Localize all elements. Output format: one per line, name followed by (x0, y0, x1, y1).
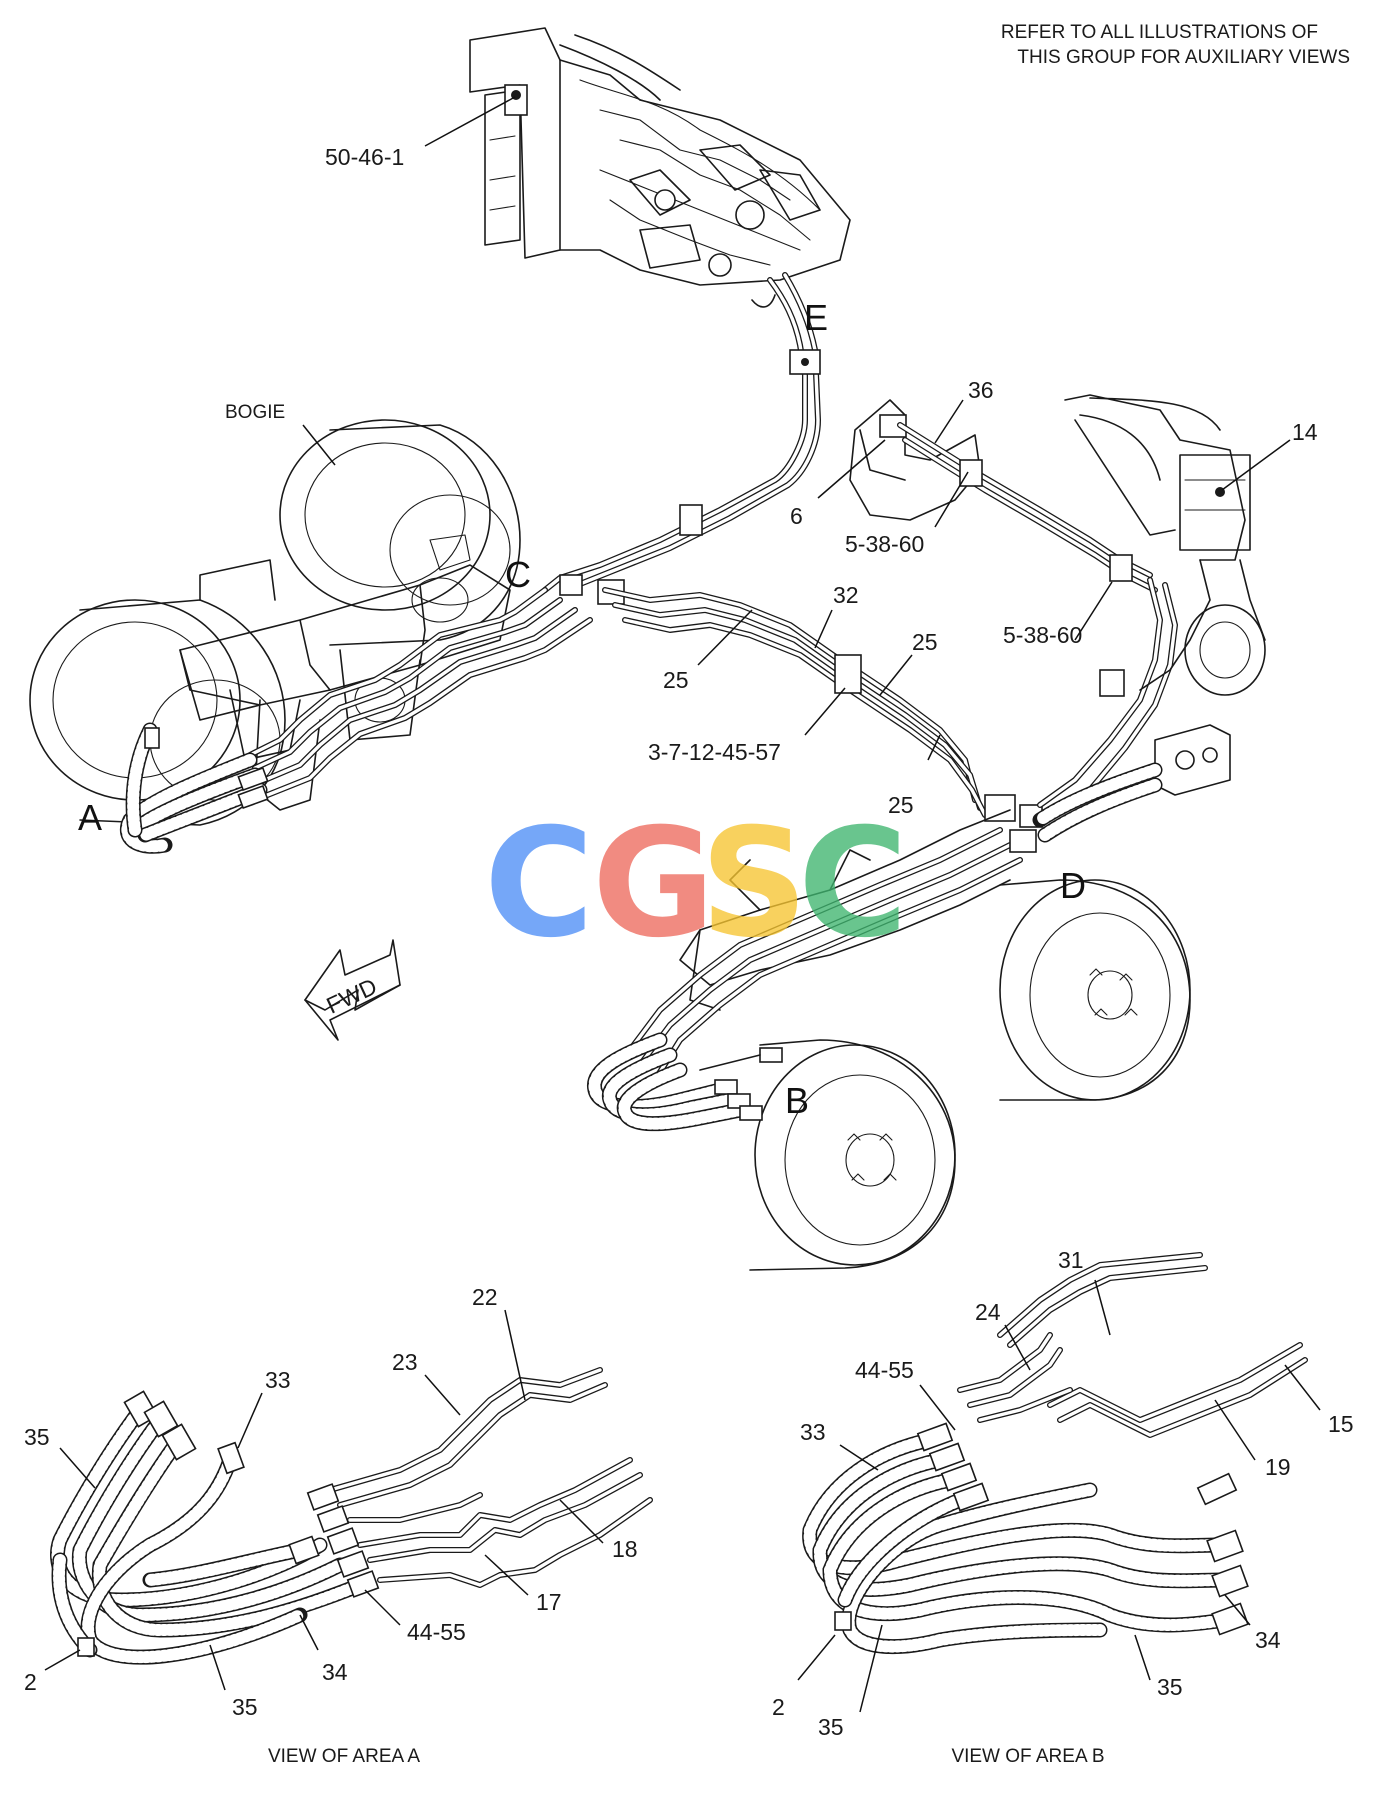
view-a-callout-17: 17 (536, 1589, 562, 1615)
view-b-callout-24: 24 (975, 1299, 1001, 1325)
view-b-callout-19: 19 (1265, 1454, 1291, 1480)
view-of-area-a: 22 23 33 35 18 17 44-55 2 34 35 VIEW OF … (24, 1284, 653, 1767)
watermark-letter-2: G (592, 797, 715, 971)
view-of-area-b: 31 24 44-55 33 15 19 34 2 35 35 VIEW OF … (772, 1247, 1354, 1767)
watermark-letter-3: S (700, 797, 808, 971)
hose-group-b (587, 1032, 783, 1132)
right-frame (627, 394, 1266, 1083)
view-a-callout-35-lower: 35 (232, 1694, 258, 1720)
view-a-title: VIEW OF AREA A (268, 1746, 420, 1767)
bogie-left (29, 419, 521, 826)
callout-b: B (785, 1080, 809, 1121)
callout-25-left: 25 (663, 667, 689, 693)
callout-d: D (1060, 865, 1086, 906)
callout-32: 32 (833, 582, 859, 608)
callout-25-lower: 25 (888, 792, 914, 818)
watermark-letter-4: C (798, 797, 908, 971)
view-b-callout-2: 2 (772, 1694, 785, 1720)
callout-50-46-1: 50-46-1 (325, 144, 404, 170)
view-a-callout-2: 2 (24, 1669, 37, 1695)
callout-6: 6 (790, 503, 803, 529)
callout-25-upper: 25 (912, 629, 938, 655)
view-a-callout-35-upper: 35 (24, 1424, 50, 1450)
callout-5-38-60-upper: 5-38-60 (845, 531, 924, 557)
callout-3-7-12-45-57: 3-7-12-45-57 (648, 739, 781, 765)
view-b-callout-15: 15 (1328, 1411, 1354, 1437)
view-b-title: VIEW OF AREA B (951, 1746, 1104, 1767)
view-a-callout-23: 23 (392, 1349, 418, 1375)
tube-bundle-a (120, 574, 625, 854)
watermark-letter-1: C (484, 797, 594, 971)
callout-e: E (804, 297, 828, 338)
view-b-callout-31: 31 (1058, 1247, 1084, 1273)
callout-36: 36 (968, 377, 994, 403)
callout-14: 14 (1292, 419, 1318, 445)
view-b-callout-35-left: 35 (818, 1714, 844, 1740)
view-b-callout-35-right: 35 (1157, 1674, 1183, 1700)
tube-bundle-25 (602, 587, 1043, 828)
reference-note-line-2: THIS GROUP FOR AUXILIARY VIEWS (1017, 47, 1350, 68)
view-b-callout-34: 34 (1255, 1627, 1281, 1653)
view-a-callout-34: 34 (322, 1659, 348, 1685)
watermark: C G S C (484, 797, 908, 971)
bogie-right-wheels (749, 879, 1191, 1271)
callout-5-38-60-lower: 5-38-60 (1003, 622, 1082, 648)
callout-a: A (78, 797, 102, 838)
fwd-label: FWD (322, 973, 380, 1019)
reference-note: REFER TO ALL ILLUSTRATIONS OF THIS GROUP… (1001, 22, 1350, 68)
control-valve-assembly (469, 27, 851, 286)
view-a-callout-33: 33 (265, 1367, 291, 1393)
supply-tube-e (542, 272, 821, 593)
fwd-arrow: FWD (304, 939, 401, 1041)
reference-note-line-1: REFER TO ALL ILLUSTRATIONS OF (1001, 22, 1318, 43)
view-a-callout-22: 22 (472, 1284, 498, 1310)
clip-3-7-12-45-57 (834, 654, 862, 694)
callout-c: C (505, 554, 531, 595)
view-a-callout-44-55: 44-55 (407, 1619, 466, 1645)
main-view-callouts: 50-46-1 E BOGIE 36 14 6 5-38-60 C 32 25 … (78, 96, 1318, 1121)
view-b-callout-33: 33 (800, 1419, 826, 1445)
view-b-callout-44-55: 44-55 (855, 1357, 914, 1383)
bogie-label: BOGIE (225, 402, 285, 423)
view-a-callout-18: 18 (612, 1536, 638, 1562)
